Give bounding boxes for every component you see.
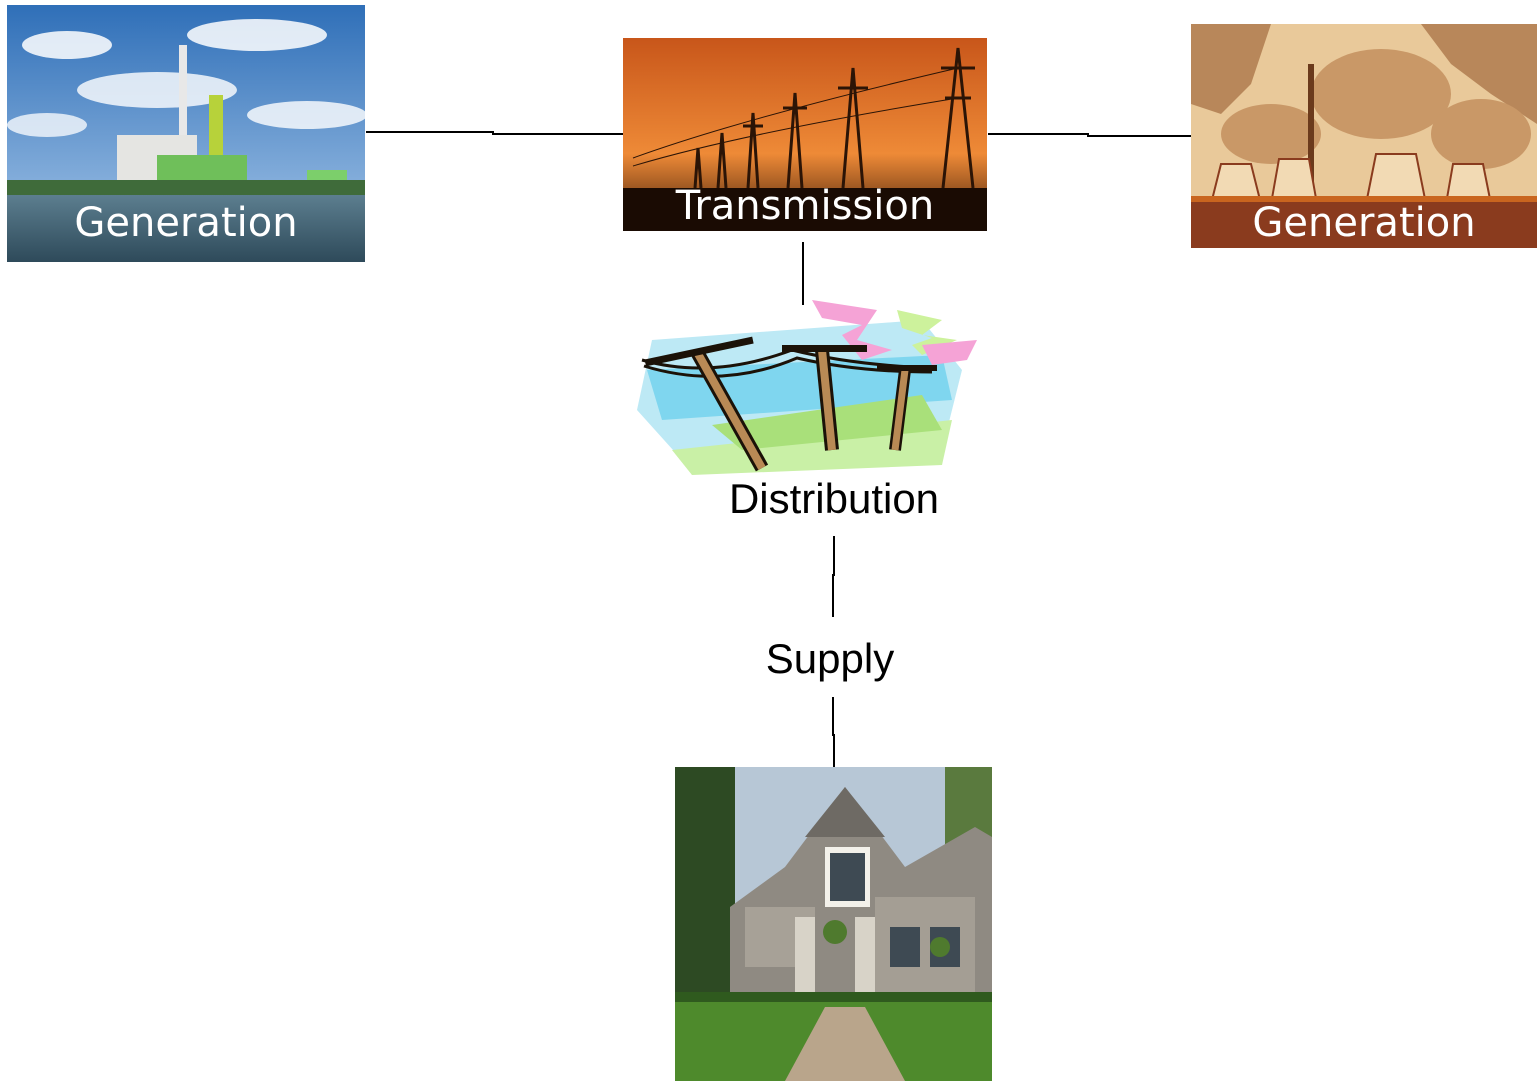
generation-right-node: Generation: [1191, 24, 1537, 248]
utility-poles-clipart-icon: [637, 300, 977, 475]
power-plant-photo-icon: [7, 5, 365, 262]
edge-distribution-to-supply: [832, 536, 835, 617]
house-photo-icon: [675, 767, 992, 1081]
edge-transmission-to-generation-right: [988, 133, 1192, 137]
distribution-label: Distribution: [728, 475, 940, 522]
edge-generation-left-to-transmission: [366, 131, 624, 135]
generation-left-node: Generation: [7, 5, 365, 262]
smokestacks-illustration-icon: [1191, 24, 1537, 248]
transmission-label: Transmission: [675, 183, 935, 229]
generation-right-label: Generation: [1252, 200, 1476, 246]
supply-label: Supply: [765, 635, 895, 682]
edge-supply-to-house: [832, 697, 835, 767]
house-node: [675, 767, 992, 1081]
transmission-node: Transmission: [623, 38, 987, 231]
generation-left-label: Generation: [74, 200, 298, 246]
transmission-towers-photo-icon: [623, 38, 987, 231]
distribution-node: [622, 300, 982, 485]
